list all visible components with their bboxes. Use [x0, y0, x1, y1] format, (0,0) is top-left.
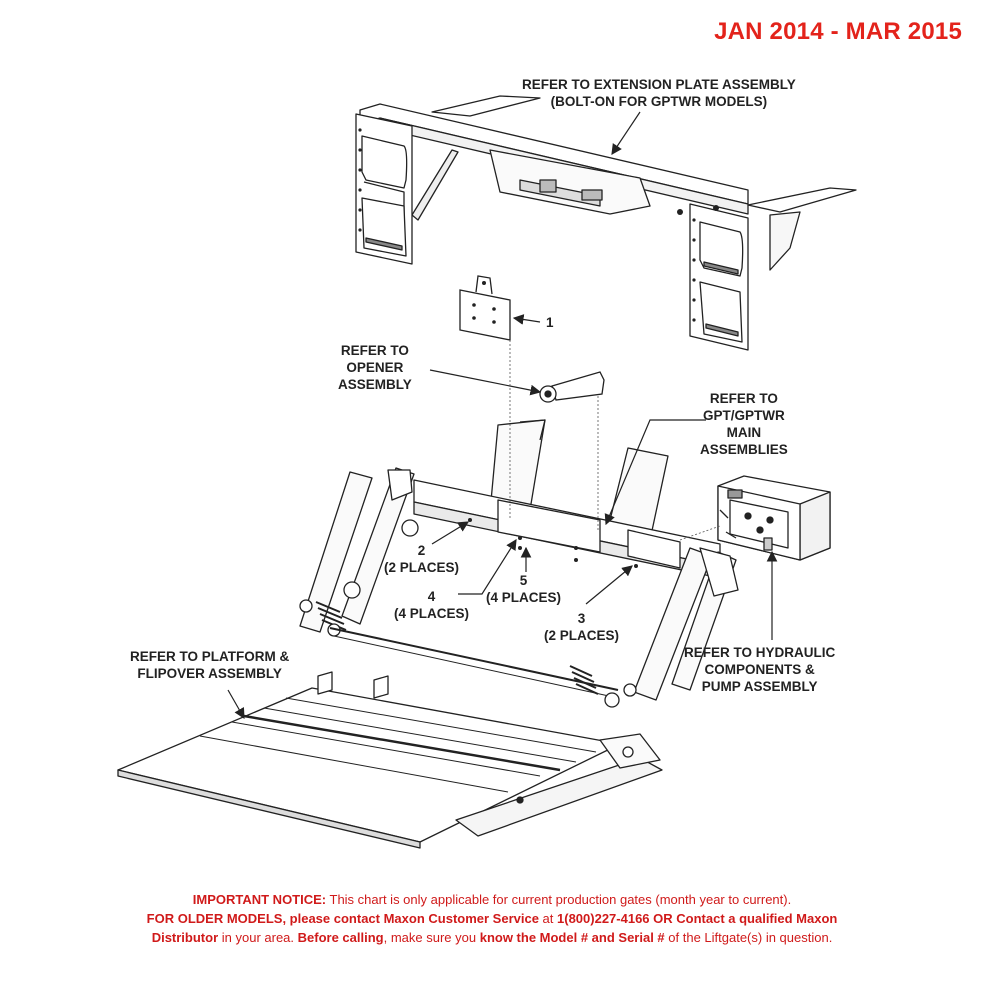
leader-extension-plate: [611, 111, 641, 155]
part-3-qty: (2 PLACES): [544, 628, 620, 643]
callout-hydraulic-line-3: PUMP ASSEMBLY: [701, 679, 818, 694]
callout-platform-line-1: REFER TO PLATFORM &: [130, 649, 290, 664]
callout-platform: REFER TO PLATFORM & FLIPOVER ASSEMBLY: [130, 648, 289, 682]
part-3-number: 3: [577, 611, 586, 626]
part-5-number: 5: [519, 573, 528, 588]
hydraulic-pump-box: [717, 475, 831, 561]
callout-main-line-4: ASSEMBLIES: [700, 442, 788, 457]
callout-main-line-2: GPT/GPTWR: [703, 408, 785, 423]
callout-opener: REFER TO OPENER ASSEMBLY: [338, 342, 412, 393]
callout-main-line-1: REFER TO: [709, 391, 778, 406]
part-2-number: 2: [417, 543, 426, 558]
extension-plate-assembly: [355, 95, 857, 351]
leader-lines: [227, 111, 778, 720]
callout-extension-plate-line-1: REFER TO EXTENSION PLATE ASSEMBLY: [522, 77, 796, 92]
notice-line-3: Distributor in your area. Before calling…: [0, 928, 984, 947]
part-2-qty: (2 PLACES): [384, 560, 460, 575]
notice-heading: IMPORTANT NOTICE:: [192, 892, 327, 907]
part-label-4: 4 (4 PLACES): [394, 588, 469, 622]
leader-opener: [429, 369, 542, 396]
callout-platform-line-2: FLIPOVER ASSEMBLY: [137, 666, 282, 681]
part-4-number: 4: [427, 589, 436, 604]
notice-text-2: at: [538, 911, 558, 926]
platform-assembly: [117, 671, 663, 849]
alignment-lines: [509, 340, 721, 541]
leader-platform: [227, 689, 245, 720]
callout-main-assemblies: REFER TO GPT/GPTWR MAIN ASSEMBLIES: [700, 390, 788, 458]
notice-text-5: of the Liftgate(s) in question.: [664, 930, 833, 945]
callout-opener-line-3: ASSEMBLY: [338, 377, 412, 392]
date-range-title: JAN 2014 - MAR 2015: [714, 18, 962, 45]
important-notice: IMPORTANT NOTICE: This chart is only app…: [0, 890, 984, 947]
part-label-2: 2 (2 PLACES): [384, 542, 459, 576]
callout-hydraulic-line-1: REFER TO HYDRAULIC: [684, 645, 836, 660]
notice-text-1: This chart is only applicable for curren…: [326, 892, 792, 907]
part-4-qty: (4 PLACES): [394, 606, 470, 621]
leader-part-2: [431, 521, 470, 545]
callout-hydraulic-line-2: COMPONENTS &: [704, 662, 815, 677]
notice-before-calling: Before calling: [297, 930, 384, 945]
main-frame-assembly: [299, 419, 739, 708]
leader-part-3: [585, 565, 633, 605]
leader-main-assemblies: [604, 419, 706, 526]
leader-part-1: [512, 314, 541, 325]
part-label-3: 3 (2 PLACES): [544, 610, 619, 644]
notice-phone: 1(800)227-4166 OR Contact a qualified Ma…: [557, 911, 838, 926]
callout-opener-line-2: OPENER: [346, 360, 404, 375]
callout-main-line-3: MAIN: [726, 425, 762, 440]
callout-extension-plate: REFER TO EXTENSION PLATE ASSEMBLY (BOLT-…: [522, 76, 796, 110]
notice-older-models: FOR OLDER MODELS, please contact Maxon C…: [146, 911, 539, 926]
leader-part-4: [458, 538, 517, 595]
callout-extension-plate-line-2: (BOLT-ON FOR GPTWR MODELS): [550, 94, 768, 109]
notice-text-4: , make sure you: [383, 930, 480, 945]
notice-distributor: Distributor: [151, 930, 219, 945]
callout-opener-line-1: REFER TO: [340, 343, 409, 358]
notice-model-serial: know the Model # and Serial #: [479, 930, 665, 945]
part-label-5: 5 (4 PLACES): [486, 572, 561, 606]
part-label-1: 1: [546, 315, 554, 330]
notice-line-2: FOR OLDER MODELS, please contact Maxon C…: [0, 909, 984, 928]
opener-assembly-part: [539, 371, 605, 403]
notice-text-3: in your area.: [218, 930, 298, 945]
part-1-mount-plate: [459, 275, 511, 341]
part-5-qty: (4 PLACES): [486, 590, 562, 605]
notice-line-1: IMPORTANT NOTICE: This chart is only app…: [0, 890, 984, 909]
callout-hydraulic: REFER TO HYDRAULIC COMPONENTS & PUMP ASS…: [684, 644, 835, 695]
